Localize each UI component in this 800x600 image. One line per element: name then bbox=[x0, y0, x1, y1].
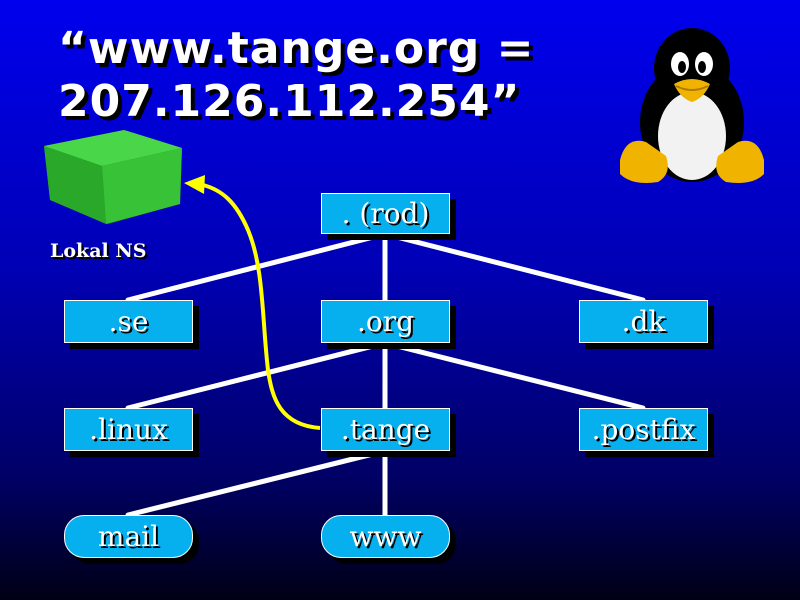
node-tange: .tange bbox=[321, 408, 450, 451]
node-org: .org bbox=[321, 300, 450, 343]
local-ns-label: Lokal NS bbox=[50, 240, 147, 262]
node-linux-label: .linux bbox=[89, 412, 168, 446]
edge-tange-mail bbox=[125, 448, 388, 518]
query-arrow-path bbox=[202, 183, 321, 430]
edge-root-dk bbox=[382, 231, 646, 303]
node-root-label: . (rod) bbox=[341, 196, 430, 230]
page-title-line-1: “www.tange.org = bbox=[58, 23, 535, 74]
node-www: www bbox=[321, 515, 450, 558]
page-title-line-2: 207.126.112.254” bbox=[58, 76, 521, 127]
query-arrowhead bbox=[184, 175, 205, 194]
tux-penguin-icon bbox=[620, 28, 764, 183]
node-dk: .dk bbox=[579, 300, 708, 343]
node-org-label: .org bbox=[356, 304, 415, 338]
node-mail-label: mail bbox=[97, 519, 160, 553]
node-postfix-label: .postfix bbox=[591, 412, 696, 446]
node-se-label: .se bbox=[108, 304, 149, 338]
green-cube-icon bbox=[44, 130, 182, 224]
edge-org-postfix bbox=[382, 340, 646, 411]
node-tange-label: .tange bbox=[340, 412, 431, 446]
node-mail: mail bbox=[64, 515, 193, 558]
node-root: . (rod) bbox=[321, 193, 450, 234]
node-dk-label: .dk bbox=[621, 304, 666, 338]
node-se: .se bbox=[64, 300, 193, 343]
edge-org-linux bbox=[125, 340, 388, 411]
node-postfix: .postfix bbox=[579, 408, 708, 451]
node-www-label: www bbox=[349, 519, 422, 553]
node-linux: .linux bbox=[64, 408, 193, 451]
